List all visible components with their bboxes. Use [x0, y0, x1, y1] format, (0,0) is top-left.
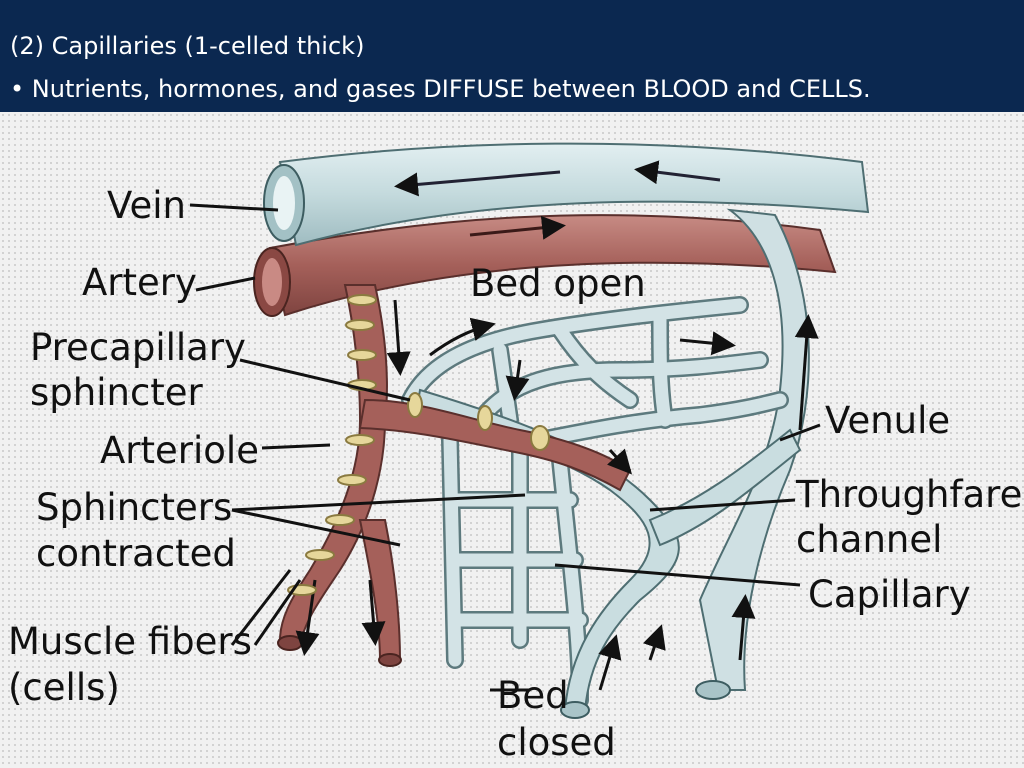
label-cells: (cells): [8, 666, 120, 709]
artery-vessel: [253, 214, 837, 317]
slide-title: (2) Capillaries (1-celled thick): [10, 32, 365, 60]
label-capillary: Capillary: [808, 573, 971, 616]
venule-vessel: [695, 208, 819, 700]
slide-header: (2) Capillaries (1-celled thick) • Nutri…: [0, 0, 1024, 112]
label-sphincter: sphincter: [30, 371, 204, 414]
flow-arrows: [429, 317, 756, 691]
arteriole-vessel: [277, 284, 632, 667]
label-vein: Vein: [107, 184, 186, 227]
label-muscle-fibers: Muscle fibers: [8, 620, 252, 663]
vein-vessel: [263, 142, 870, 247]
label-artery: Artery: [82, 261, 197, 304]
label-bed: Bed: [497, 674, 569, 717]
label-channel: channel: [796, 518, 942, 561]
label-throughfare: Throughfare: [795, 473, 1022, 516]
label-contracted: contracted: [36, 532, 236, 575]
label-closed: closed: [497, 721, 616, 764]
label-sphincters: Sphincters: [36, 486, 232, 529]
slide-bullet: • Nutrients, hormones, and gases DIFFUSE…: [10, 75, 871, 103]
leader-lines: [189, 203, 821, 692]
label-venule: Venule: [825, 399, 950, 442]
label-arteriole: Arteriole: [100, 429, 259, 472]
label-precapillary: Precapillary: [30, 326, 246, 369]
label-bed-open: Bed open: [470, 262, 646, 305]
diagram-labels: Vein Artery Bed open Precapillary sphinc…: [8, 184, 1022, 764]
